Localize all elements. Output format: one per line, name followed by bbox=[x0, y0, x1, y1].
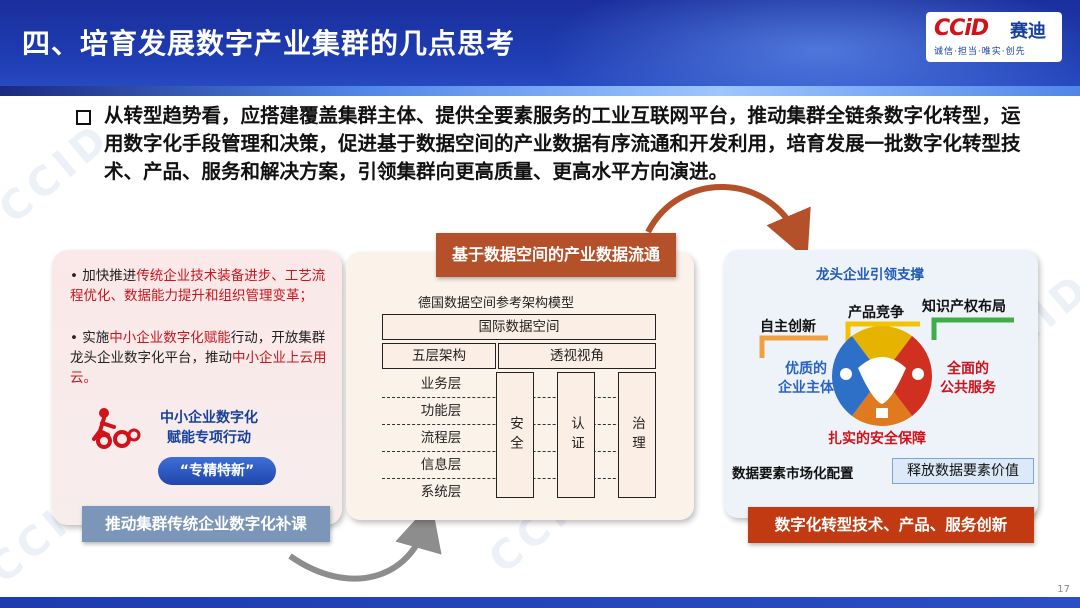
service-circle bbox=[832, 326, 932, 426]
quality-line-1: 优质的 bbox=[785, 361, 827, 377]
layer-function: 功能层 bbox=[420, 403, 462, 419]
left-b1-prefix: 加快推进 bbox=[82, 268, 137, 284]
header-stripe bbox=[0, 86, 1080, 96]
ip-layout-label: 知识产权布局 bbox=[922, 299, 1006, 315]
gear-runner-icon bbox=[92, 408, 141, 449]
page-number: 17 bbox=[1057, 584, 1070, 595]
product-competition-label: 产品竞争 bbox=[848, 305, 904, 321]
arrow-to-middle-panel bbox=[288, 501, 442, 582]
five-layer-cell: 五层架构 bbox=[382, 343, 496, 369]
left-banner: 推动集群传统企业数字化补课 bbox=[82, 506, 330, 542]
layer-business: 业务层 bbox=[420, 376, 462, 392]
middle-banner: 基于数据空间的产业数据流通 bbox=[436, 233, 676, 277]
governance-column: 治理 bbox=[618, 372, 656, 498]
service-line-2: 公共服务 bbox=[940, 380, 996, 396]
right-diagram bbox=[759, 317, 1014, 426]
public-service-label: 全面的 公共服务 bbox=[940, 360, 996, 398]
layer-system: 系统层 bbox=[420, 484, 462, 500]
quality-line-2: 企业主体 bbox=[778, 380, 834, 396]
logo-main-text: CCiD bbox=[934, 16, 989, 41]
model-title: 德国数据空间参考架构模型 bbox=[418, 296, 575, 311]
left-bullet-1: • 加快推进传统企业技术装备进步、工艺流程优化、数据能力提升和组织管理变革； bbox=[70, 268, 326, 304]
left-b2-highlight-1: 中小企业数字化赋能 bbox=[109, 330, 231, 346]
service-line-1: 全面的 bbox=[947, 361, 989, 377]
step-bracket-green bbox=[931, 317, 1014, 340]
logo-sub-text: 诚信·担当·唯实·创先 bbox=[934, 47, 1026, 57]
right-banner: 数字化转型技术、产品、服务创新 bbox=[748, 507, 1034, 543]
action-title: 中小企业数字化 赋能专项行动 bbox=[160, 408, 258, 448]
action-title-line-1: 中小企业数字化 bbox=[160, 410, 258, 426]
release-value-box: 释放数据要素价值 bbox=[892, 458, 1034, 484]
security-column: 安全 bbox=[496, 372, 534, 498]
arrow-to-right-panel bbox=[645, 184, 811, 261]
step-bracket-orange bbox=[759, 335, 828, 358]
specialized-badge: “专精特新” bbox=[158, 457, 276, 485]
page-title: 四、培育发展数字产业集群的几点思考 bbox=[22, 27, 516, 60]
ccid-logo: CCiD 赛迪 诚信·担当·唯实·创先 bbox=[926, 12, 1062, 62]
logo-cn-text: 赛迪 bbox=[1010, 21, 1046, 42]
layer-information: 信息层 bbox=[420, 457, 462, 473]
quality-entity-label: 优质的 企业主体 bbox=[778, 360, 834, 398]
left-bullet-2: • 实施中小企业数字化赋能行动，开放集群龙头企业数字化平台，推动中小企业上云用云… bbox=[70, 330, 327, 386]
data-market-label: 数据要素市场化配置 bbox=[732, 466, 854, 482]
certification-column: 认证 bbox=[557, 372, 595, 498]
security-guarantee-label: 扎实的安全保障 bbox=[828, 431, 926, 447]
intl-data-space: 国际数据空间 bbox=[382, 314, 656, 340]
bullet-square-icon bbox=[76, 110, 91, 125]
step-bracket-yellow bbox=[845, 321, 920, 346]
left-b1-highlight: 传统企业技术装备进步、工艺流程优化、数据能力提升和组织管理变革； bbox=[70, 268, 326, 304]
right-title: 龙头企业引领支撑 bbox=[816, 267, 924, 283]
left-b2-middle: 行动，开放集群龙头企业数字化平台，推动 bbox=[70, 330, 326, 366]
intro-paragraph: 从转型趋势看，应搭建覆盖集群主体、提供全要素服务的工业互联网平台，推动集群全链条… bbox=[104, 104, 1021, 183]
left-b2-highlight-2: 中小企业上云用云。 bbox=[70, 350, 327, 386]
footer-bar bbox=[0, 597, 1080, 608]
independent-innovation-label: 自主创新 bbox=[760, 319, 816, 335]
perspective-cell: 透视视角 bbox=[498, 343, 656, 369]
layer-process: 流程层 bbox=[420, 430, 462, 446]
header-bar: 四、培育发展数字产业集群的几点思考 CCiD 赛迪 诚信·担当·唯实·创先 bbox=[0, 0, 1080, 96]
left-b2-prefix: 实施 bbox=[82, 330, 110, 346]
action-title-line-2: 赋能专项行动 bbox=[167, 430, 251, 446]
